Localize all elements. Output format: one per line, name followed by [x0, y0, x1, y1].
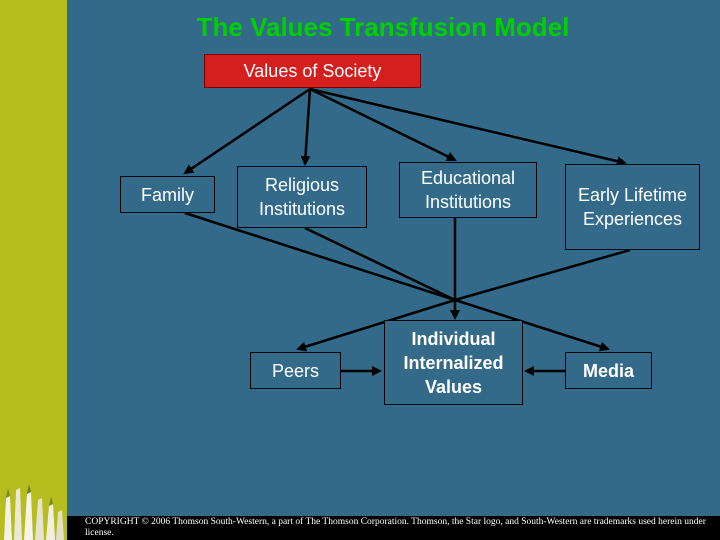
arrow-early-junction: [454, 248, 631, 302]
node-peers: Peers: [250, 352, 341, 389]
decorative-corner-image: [0, 480, 67, 540]
node-educational-institutions: Educational Institutions: [399, 162, 537, 218]
arrow-society-family: [183, 87, 311, 175]
node-values-of-society: Values of Society: [204, 54, 421, 88]
arrow-religious-junction: [304, 226, 456, 302]
arrow-society-educational: [309, 87, 457, 162]
node-early-lifetime-experiences: Early Lifetime Experiences: [565, 164, 700, 250]
arrow-junction-peers: [296, 298, 456, 352]
arrow-society-religious: [300, 88, 312, 166]
node-individual-internalized-values: Individual Internalized Values: [384, 320, 523, 405]
copyright-notice: COPYRIGHT © 2006 Thomson South-Western, …: [67, 516, 720, 540]
node-family: Family: [120, 176, 215, 213]
arrow-family-junction: [184, 211, 456, 302]
node-religious-institutions: Religious Institutions: [237, 166, 367, 228]
side-accent-bar: [0, 0, 67, 540]
arrow-society-early: [309, 87, 627, 167]
diagram-title: The Values Transfusion Model: [196, 12, 570, 42]
arrow-junction-media: [454, 298, 610, 352]
node-media: Media: [565, 352, 652, 389]
